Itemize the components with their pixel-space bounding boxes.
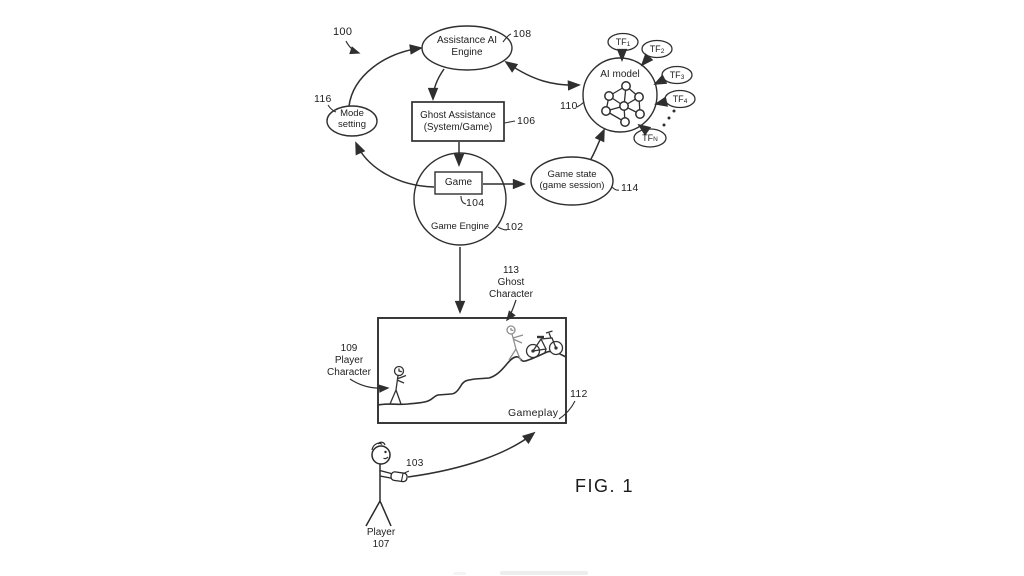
ghost-assistance-label: Ghost Assistance (System/Game)	[420, 110, 496, 133]
player-head	[371, 445, 391, 465]
tf-ellipsis-dots	[662, 109, 676, 127]
ref-108: 108	[513, 28, 532, 40]
ai-model-label: AI model	[600, 69, 640, 80]
ghost-character-figure	[506, 325, 524, 362]
player-legs	[365, 500, 392, 527]
arrow-controller-to-screen	[407, 431, 536, 478]
leader-114	[611, 186, 620, 191]
assistance-ai-engine-label: Assistance AI Engine	[436, 35, 498, 58]
player-mouth	[383, 456, 389, 460]
player-character-callout: 109 Player Character	[327, 343, 371, 378]
leader-104	[460, 195, 467, 205]
arrow-ref100-pointer	[345, 40, 361, 55]
game-label: Game	[444, 177, 473, 188]
arrow-113-to-ghost-character	[506, 299, 517, 322]
game-controller-icon	[390, 471, 408, 483]
leader-106	[503, 120, 516, 124]
neural-network-icon	[601, 81, 645, 127]
bottom-artifact-bar	[500, 571, 588, 575]
ref-100: 100	[333, 26, 353, 38]
ref-102: 102	[505, 221, 524, 233]
leader-112	[558, 400, 576, 420]
arrow-tf3	[653, 74, 668, 85]
ref-106: 106	[517, 115, 536, 127]
ref-104: 104	[466, 197, 485, 209]
player-eye	[384, 450, 387, 454]
arrow-tf2	[640, 53, 654, 67]
arrow-game-to-mode	[355, 141, 435, 188]
leader-108	[502, 33, 512, 43]
figure-caption: FIG. 1	[575, 476, 635, 496]
ref-116: 116	[314, 93, 332, 105]
leader-110	[576, 101, 585, 108]
flow-arrows	[345, 40, 669, 478]
ref-110: 110	[560, 100, 578, 112]
ref-114: 114	[621, 182, 639, 194]
game-engine-label: Game Engine	[430, 221, 490, 232]
mode-setting-label: Mode setting	[338, 108, 366, 131]
node-shapes	[326, 25, 696, 424]
player-figure	[365, 441, 408, 527]
player-character-figure	[389, 365, 407, 405]
arrow-109-to-player-character	[349, 378, 390, 393]
arrow-gamestate-to-aimodel	[590, 128, 605, 160]
arrow-mode-to-assistance	[348, 44, 423, 107]
ghost-assistance-box	[411, 101, 505, 142]
mode-setting-ellipse	[326, 105, 378, 137]
arrow-assistance-to-ghost	[427, 68, 445, 101]
bicycle-icon	[525, 330, 564, 359]
arrow-tfn	[637, 123, 652, 136]
gameplay-screen-box	[377, 317, 567, 424]
bottom-artifact-bar-small	[453, 572, 466, 575]
ref-103: 103	[406, 458, 424, 469]
player-hair-curl	[371, 441, 386, 451]
game-state-label: Game state (game session)	[539, 169, 605, 192]
gameplay-label: Gameplay	[508, 407, 559, 419]
ref-112: 112	[570, 388, 588, 400]
game-state-ellipse	[530, 156, 614, 206]
arrow-tf4	[654, 96, 669, 107]
leader-102	[497, 226, 508, 231]
player-label: Player 107	[366, 527, 396, 550]
ghost-character-callout: 113 Ghost Character	[489, 265, 533, 300]
gameplay-scene	[377, 325, 567, 406]
game-box	[434, 171, 483, 195]
leader-116	[327, 104, 337, 113]
arrow-assistance-aimodel-bidir	[504, 60, 581, 91]
terrain-line	[377, 350, 567, 406]
